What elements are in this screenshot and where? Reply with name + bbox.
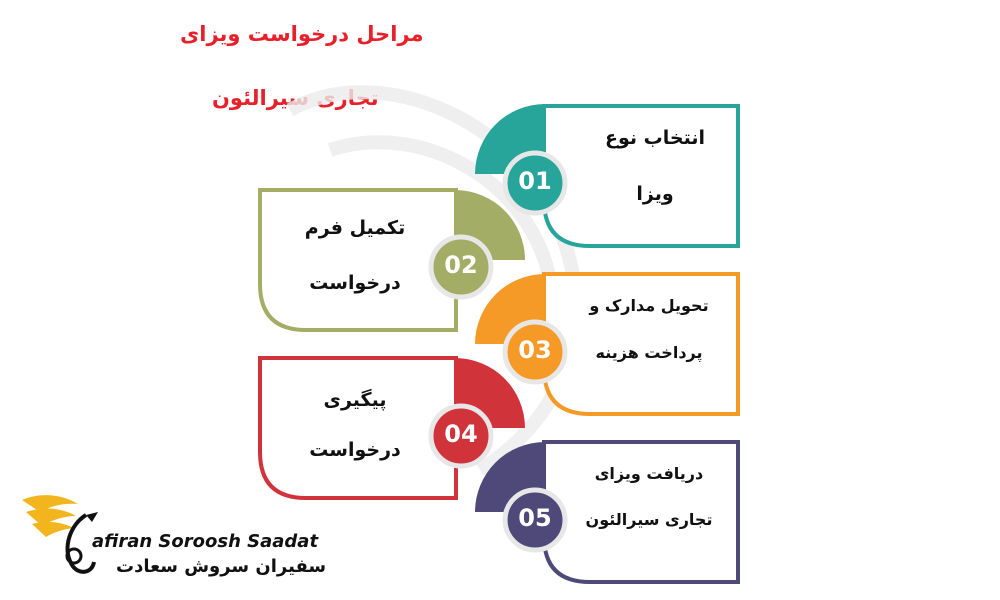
step-3-label-line-1: تحویل مدارک و bbox=[589, 296, 709, 315]
step-4-label-line-2: درخواست bbox=[309, 439, 401, 461]
step-5-label-line-1: دریافت ویزای bbox=[594, 464, 704, 483]
step-4-number: 04 bbox=[444, 420, 478, 448]
step-2-number: 02 bbox=[444, 251, 478, 279]
step-2-card bbox=[258, 188, 525, 332]
step-5-label-line-2: تجاری سیرالئون bbox=[585, 510, 713, 529]
step-3-card bbox=[475, 272, 740, 416]
logo-name-en: afiran Soroosh Saadat bbox=[92, 531, 319, 552]
step-2-label-line-2: درخواست bbox=[309, 272, 401, 294]
step-1-card bbox=[475, 104, 740, 248]
logo-name-fa: سفیران سروش سعادت bbox=[116, 556, 327, 577]
step-3-number: 03 bbox=[518, 336, 552, 364]
step-4-card bbox=[258, 356, 525, 500]
step-1-label-line-1: انتخاب نوع bbox=[605, 127, 705, 149]
step-2-label-line-1: تکمیل فرم bbox=[304, 217, 406, 239]
step-5-number: 05 bbox=[518, 504, 552, 532]
step-1-number-circle bbox=[502, 150, 568, 216]
step-1-label-line-2: ویزا bbox=[636, 183, 674, 205]
step-3-number-circle bbox=[502, 319, 568, 385]
step-4-number-circle bbox=[428, 403, 494, 469]
step-2-number-circle bbox=[428, 234, 494, 300]
step-3-label-line-2: پرداخت هزینه bbox=[595, 343, 703, 362]
step-5-card bbox=[475, 440, 740, 584]
step-1-number: 01 bbox=[518, 167, 552, 195]
golden-swan-icon bbox=[22, 495, 98, 574]
title-line-1: مراحل درخواست ویزای bbox=[180, 22, 424, 46]
step-4-label-line-1: پیگیری bbox=[323, 389, 387, 411]
step-5-number-circle bbox=[502, 487, 568, 553]
